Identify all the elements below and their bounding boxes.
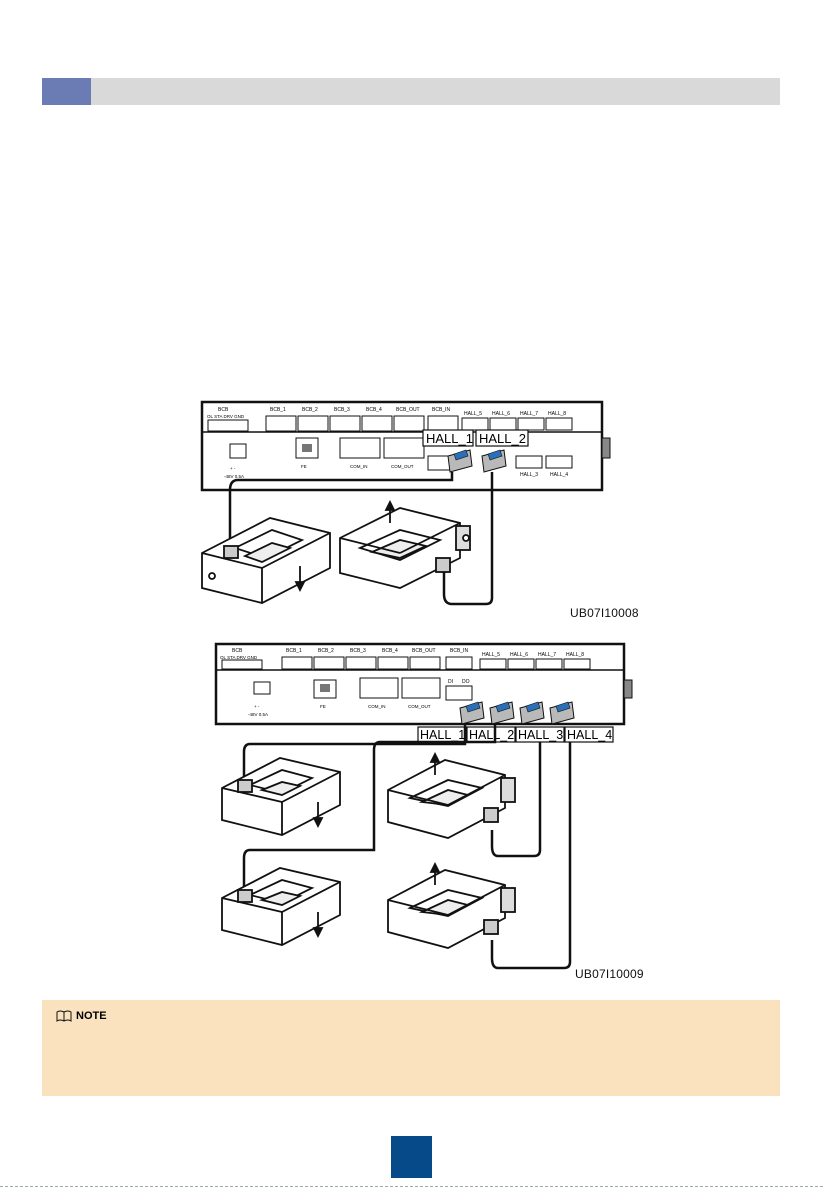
label-power-pm: + - [230, 466, 236, 471]
cable-f2-1 [242, 724, 467, 780]
label-bcb-3: BCB_3 [334, 407, 350, 413]
label-bcb-3-f2: BCB_3 [350, 648, 366, 654]
cable-1 [228, 472, 454, 548]
cable-f2-2 [242, 724, 497, 890]
label-hall-6-f2: HALL_6 [510, 652, 528, 658]
figure-2-illustration: BCB OL STA DRV GND BCB_1 BCB_2 BCB_3 BCB… [214, 642, 633, 970]
label-bcb-out: BCB_OUT [396, 407, 420, 413]
label-hall-4: HALL_4 [550, 472, 568, 478]
label-hall-3: HALL_3 [520, 472, 538, 478]
label-com-out: COM_OUT [391, 464, 414, 469]
note-box: NOTE [42, 1000, 780, 1096]
label-com-in-f2: COM_IN [368, 704, 386, 709]
callout-f2-hall-3: HALL_3 [518, 728, 563, 742]
label-do: DO [462, 679, 470, 685]
callout-hall-1: HALL_1 [426, 431, 473, 446]
page-number-badge [391, 1136, 432, 1178]
label-bcb-1-f2: BCB_1 [286, 648, 302, 654]
cable-f2-4 [490, 742, 572, 970]
label-hall-8-f2: HALL_8 [566, 652, 584, 658]
label-bcb-in: BCB_IN [432, 407, 450, 413]
note-label: NOTE [76, 1010, 107, 1022]
label-fe-f2: FE [320, 704, 326, 709]
label-power: -48V 0.5A [224, 474, 244, 479]
callout-hall-2: HALL_2 [479, 431, 526, 446]
label-bcb-2-f2: BCB_2 [318, 648, 334, 654]
current-sensor-2 [339, 499, 471, 589]
section-heading-bar [42, 78, 780, 105]
label-bcb-4: BCB_4 [366, 407, 382, 413]
label-bcb-in-f2: BCB_IN [450, 648, 468, 654]
label-bcb-4-f2: BCB_4 [382, 648, 398, 654]
figure-1-id: UB07I10008 [570, 606, 639, 620]
label-bcb-sub: OL STA DRV GND [207, 414, 245, 419]
figure-1-illustration: BCB OL STA DRV GND BCB_1 BCB_2 BCB_3 BCB… [200, 400, 611, 606]
label-fe: FE [301, 464, 307, 469]
label-bcb-f2: BCB [232, 648, 243, 654]
label-hall-5-f2: HALL_5 [482, 652, 500, 658]
label-power-f2: -48V 0.5A [248, 712, 268, 717]
callout-f2-hall-1: HALL_1 [420, 728, 465, 742]
callout-f2-hall-2: HALL_2 [469, 728, 514, 742]
current-sensor-f2-4 [387, 861, 516, 949]
label-com-in: COM_IN [350, 464, 368, 469]
label-power-pm-f2: + - [254, 704, 260, 709]
figure-wiring-four-sensors: BCB OL STA DRV GND BCB_1 BCB_2 BCB_3 BCB… [210, 640, 650, 981]
label-bcb-2: BCB_2 [302, 407, 318, 413]
connector-plug-2 [481, 449, 507, 473]
figure-wiring-two-sensors: BCB OL STA DRV GND BCB_1 BCB_2 BCB_3 BCB… [190, 398, 640, 623]
connector-plug-1 [447, 449, 473, 473]
current-sensor-f2-1 [221, 757, 341, 836]
cable-f2-3 [490, 742, 542, 858]
label-hall-8: HALL_8 [548, 411, 566, 417]
callout-f2-hall-4: HALL_4 [567, 728, 612, 742]
label-bcb-1: BCB_1 [270, 407, 286, 413]
page-bottom-rule [0, 1186, 823, 1187]
label-bcb-sub-f2: OL STA DRV GND [220, 655, 258, 660]
label-hall-7-f2: HALL_7 [538, 652, 556, 658]
section-number-block [42, 78, 91, 105]
current-sensor-f2-2 [387, 751, 516, 839]
label-bcb: BCB [218, 407, 229, 413]
label-hall-6: HALL_6 [492, 411, 510, 417]
cable-2 [442, 472, 494, 606]
label-hall-7: HALL_7 [520, 411, 538, 417]
label-bcb-out-f2: BCB_OUT [412, 648, 436, 654]
book-icon [56, 1010, 72, 1022]
current-sensor-f2-3 [221, 867, 341, 946]
figure-2-id: UB07I10009 [575, 967, 644, 981]
note-header: NOTE [56, 1010, 107, 1022]
label-hall-5: HALL_5 [464, 411, 482, 417]
label-com-out-f2: COM_OUT [408, 704, 431, 709]
label-di: DI [448, 679, 453, 685]
current-sensor-1 [201, 517, 331, 604]
